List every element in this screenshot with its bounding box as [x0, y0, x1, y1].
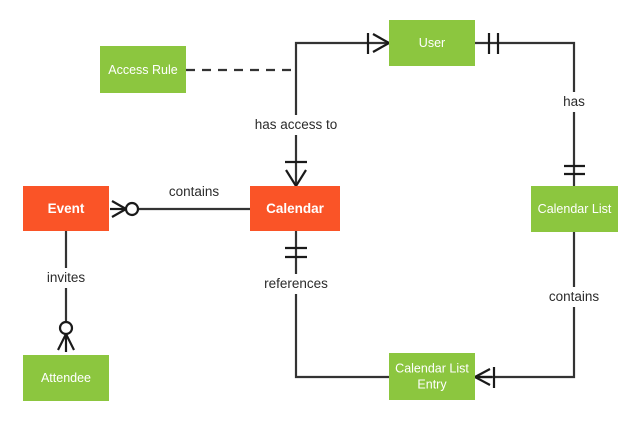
- relationship-text-has: has: [563, 94, 585, 109]
- entity-event[interactable]: Event: [23, 186, 109, 231]
- relationship-label-has: has: [548, 92, 600, 112]
- relationship-label-invites: invites: [33, 268, 99, 288]
- entity-label-event: Event: [48, 201, 85, 216]
- edge-contains-entry[interactable]: [474, 232, 576, 388]
- relationship-text-contains-event: contains: [169, 184, 220, 199]
- entity-label-access-rule: Access Rule: [108, 63, 178, 77]
- marker-one-and-only-one-user-right: [487, 33, 500, 54]
- entity-box-calendar-list-entry: [389, 353, 475, 400]
- entity-box-user: [389, 20, 475, 66]
- entity-access-rule[interactable]: Access Rule: [100, 46, 186, 93]
- entity-label-calendar-list-entry-line1: Calendar List: [395, 361, 469, 375]
- entity-label-attendee: Attendee: [41, 371, 91, 385]
- entity-calendar-list[interactable]: Calendar List: [531, 186, 618, 232]
- relationship-label-contains-entry: contains: [534, 287, 614, 307]
- relationship-text-references: references: [264, 276, 328, 291]
- edge-contains-event[interactable]: [110, 200, 250, 218]
- marker-one-and-many-entry-right: [474, 367, 496, 388]
- entity-label-calendar-list: Calendar List: [538, 202, 612, 216]
- marker-one-and-only-one-calendar-bottom: [285, 246, 307, 259]
- entity-user[interactable]: User: [389, 20, 475, 66]
- marker-zero-or-many-attendee-top: [57, 320, 75, 352]
- edge-line-has-access-to: [294, 41, 389, 186]
- label-backdrop-contains-event: [154, 182, 234, 202]
- entity-calendar[interactable]: Calendar: [250, 186, 340, 231]
- relationship-text-has-access-to: has access to: [255, 117, 338, 132]
- relationship-text-contains-entry: contains: [549, 289, 600, 304]
- edge-invites[interactable]: [57, 231, 75, 352]
- edge-line-has: [475, 41, 576, 186]
- edge-line-contains-entry: [475, 232, 576, 379]
- label-backdrop-has-access-to: [244, 115, 348, 135]
- edge-has[interactable]: [475, 33, 585, 186]
- entity-attendee[interactable]: Attendee: [23, 355, 109, 401]
- entity-calendar-list-entry[interactable]: Calendar List Entry: [389, 353, 475, 400]
- edge-references[interactable]: [285, 231, 389, 379]
- entity-label-calendar: Calendar: [266, 201, 325, 216]
- relationship-label-contains-event: contains: [154, 182, 234, 202]
- edge-line-references: [294, 231, 389, 379]
- entity-box-event: [23, 186, 109, 231]
- label-backdrop-has: [548, 92, 600, 112]
- relationship-label-has-access-to: has access to: [244, 115, 348, 135]
- entity-box-access-rule: [100, 46, 186, 93]
- entity-box-calendar-list: [531, 186, 618, 232]
- marker-one-and-only-one-calendar-list-top: [564, 164, 585, 176]
- marker-one-and-many-user-left: [366, 33, 390, 54]
- label-backdrop-contains-entry: [534, 287, 614, 307]
- label-backdrop-invites: [33, 268, 99, 288]
- relationship-label-references: references: [250, 274, 342, 294]
- entity-label-calendar-list-entry-line2: Entry: [417, 377, 447, 391]
- entity-box-attendee: [23, 355, 109, 401]
- marker-one-and-many-calendar-top: [285, 160, 307, 187]
- relationship-text-invites: invites: [47, 270, 86, 285]
- edge-has-access-to[interactable]: [285, 33, 390, 187]
- label-backdrop-references: [250, 274, 342, 294]
- entity-box-calendar: [250, 186, 340, 231]
- marker-zero-or-many-event-right: [110, 200, 140, 218]
- entity-label-user: User: [419, 36, 445, 50]
